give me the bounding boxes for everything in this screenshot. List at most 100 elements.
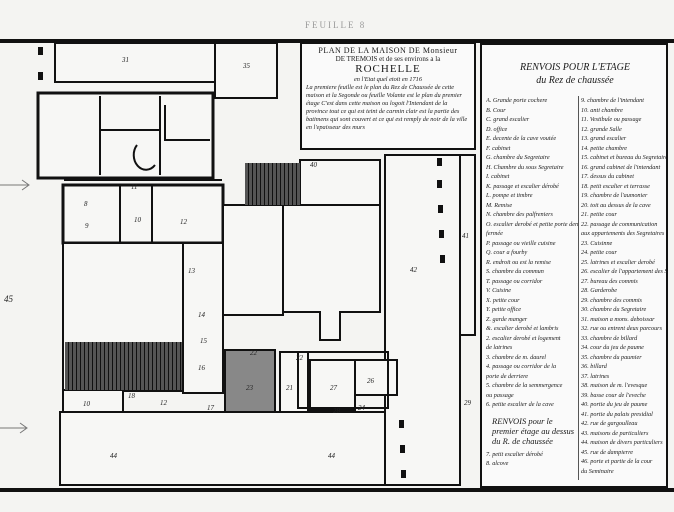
room-label: 17 (207, 404, 215, 412)
legend-item: R. endroit ou est la remise (486, 258, 551, 266)
outer-frame-bottom (0, 488, 674, 492)
room-label: 26 (367, 377, 375, 385)
legend-item: 45. rue de dampierre (581, 448, 634, 456)
legend-item: T. passage ou corridor (486, 277, 543, 285)
room-label: 41 (462, 232, 469, 240)
room-label: 27 (330, 384, 338, 392)
legend-item: Y. petite office (486, 306, 521, 313)
room-label: 28 (333, 407, 341, 415)
legend-item: 10. anti chambre (581, 106, 623, 114)
room-label: 14 (198, 311, 206, 319)
legend-item: N. chambre des palfreniers (486, 211, 553, 218)
legend-item: 39. basse cour de l'eveche (581, 391, 646, 399)
legend-item: 23. Cuisinne (581, 239, 613, 247)
room-label: 40 (310, 161, 318, 169)
legend-item: 29. chambre des commis (581, 296, 642, 304)
room-label: 44 (328, 452, 336, 460)
legend-item: ou passage (486, 391, 514, 399)
room-label: 15 (200, 337, 208, 345)
legend-item: 43. maisons de particuliers (581, 429, 649, 437)
legend-item: P. passage ou vieille cuisine (486, 239, 556, 247)
legend-item: 12. grande Salle (581, 125, 622, 133)
title-date: en l'Etat quel etoit en 1716 (354, 76, 422, 83)
legend-item: 4. passage ou corridor de la (486, 363, 557, 370)
legend-right-column: 9. chambre de l'intendant 10. anti chambr… (581, 96, 667, 476)
hatched-roof (65, 342, 182, 390)
legend-item: K. passage et escalier dérobé (486, 182, 559, 190)
legend-item: L. pompe et timbre (486, 192, 533, 199)
legend-item: S. chambre du commun (486, 268, 544, 275)
room-label: 9 (85, 222, 89, 230)
room-label: 31 (121, 56, 129, 64)
room-labels: 31 35 11 8 9 10 12 13 14 15 16 22 22 23 … (4, 56, 472, 460)
legend-title-line: du Rez de chaussée (536, 75, 614, 86)
room-label: 10 (83, 400, 91, 408)
legend-item: O. escalier derobé et petite porte dentr… (486, 220, 579, 228)
legend-item: 34. cour du jeu de paume (581, 344, 644, 351)
legend-item: 33. chambre de billard (581, 334, 638, 342)
legend-item: M. Remise (486, 201, 513, 209)
legend-item: I. cabinet (486, 173, 510, 180)
legend-item: 26. escalier de l'appartement des Seg. (581, 268, 667, 275)
legend-item: 42. rue de gargoulleau (581, 420, 638, 427)
room-label: 22 (296, 354, 304, 362)
legend-item: F. cabinet (486, 144, 511, 152)
legend-item: de latrines (486, 344, 513, 351)
legend-item: porte de derriere (486, 372, 529, 380)
legend-item: fermée (486, 230, 503, 237)
legend-item: 25. latrines et escalier derobé (581, 258, 655, 266)
legend-item: Q. cour a fourby (486, 249, 528, 256)
legend-item: 22. passage de communication (581, 220, 658, 228)
legend-item: 17. dessus du cabinet (581, 173, 634, 180)
legend-item: 21. petite cour (581, 211, 617, 218)
legend-item: Z. garde manger (486, 315, 528, 323)
room-label: 12 (180, 218, 188, 226)
legend-item: 9. chambre de l'intendant (581, 97, 644, 104)
legend-item: 24. petite cour (581, 249, 617, 256)
room-label: 42 (410, 266, 418, 274)
room-label: 22 (250, 349, 258, 357)
room-label: 16 (198, 364, 206, 372)
legend-item: 27. bureau des commis (581, 277, 638, 285)
room-label: 10 (134, 216, 142, 224)
room-label: 13 (188, 267, 196, 275)
legend-item: 15. cabinet et bureau du Segretaire (581, 154, 667, 161)
outer-frame-top (0, 39, 674, 43)
legend-item: 36. billard (581, 363, 607, 370)
legend-item: 41. portie du palais presidial (581, 410, 653, 418)
room-label: 18 (128, 392, 136, 400)
legend-item: 40. portie du jeu de paume (581, 401, 648, 408)
title-line: PLAN DE LA MAISON DE Monsieur (318, 46, 458, 55)
legend-item: D. office (486, 125, 508, 133)
legend-item: 7. petit escalier dérobé (486, 450, 543, 458)
room-label: 35 (242, 62, 251, 70)
title-city: ROCHELLE (355, 63, 421, 75)
hatched-roof (245, 163, 300, 205)
room-label: 23 (246, 384, 254, 392)
legend-item: V. Cuisine (486, 287, 511, 294)
legend-item: 32. rue ou entrent deux parcours (581, 325, 662, 332)
room-label: 21 (286, 384, 293, 392)
legend-item: E. decente de la cave voutée (486, 135, 557, 142)
room-label: 44 (110, 452, 118, 460)
legend-item: 6. petite escalier de la cave (486, 401, 554, 408)
legend-item: C. grand escalier (486, 116, 530, 123)
legend-item: 3. chambre de m. daurel (486, 353, 547, 361)
title-line: DE TREMOIS et de ses environs a la (335, 55, 441, 63)
legend-item: G. chambre du Segretaire (486, 154, 550, 161)
legend-item: 18. petit escalier et terrasse (581, 182, 650, 190)
room-label: 11 (131, 183, 137, 191)
title-description: La premiere feuille est le plan du Rez d… (306, 84, 468, 131)
legend-item: 46. porte et partie de la cour (581, 458, 653, 465)
legend-item: 8. alcove (486, 460, 509, 467)
legend-item: 37. latrines (581, 372, 610, 380)
legend-item: 20. toit au dessus de la cave (581, 201, 651, 209)
legend-item: 11. Vestibule ou passage (581, 116, 642, 123)
legend-item: 38. maison de m. l'evesque (581, 382, 648, 389)
legend-item: 16. grand cabinet de l'intendant (581, 163, 661, 171)
room-label: 45 (4, 294, 14, 304)
legend-item: 28. Garderobe (581, 287, 617, 294)
